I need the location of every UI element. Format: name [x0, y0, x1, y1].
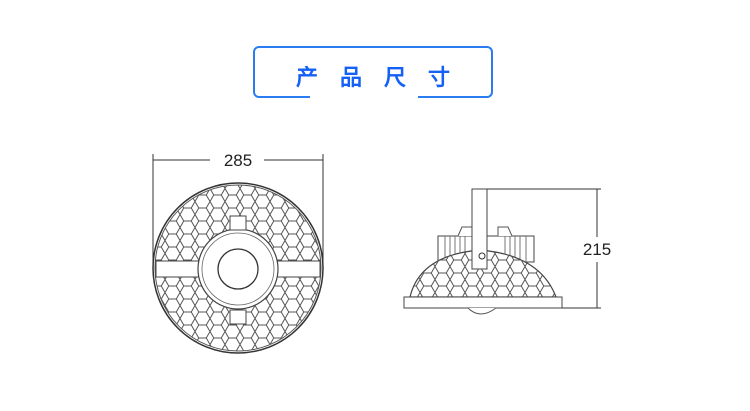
title-frame: 产品尺寸: [253, 46, 493, 99]
section-title: 产品尺寸: [295, 66, 472, 91]
front-view: 285: [152, 151, 324, 354]
width-dimension-label: 285: [224, 151, 252, 170]
frame-gap: [310, 94, 418, 99]
side-view: 215: [403, 188, 611, 315]
height-dimension-label: 215: [583, 240, 611, 259]
